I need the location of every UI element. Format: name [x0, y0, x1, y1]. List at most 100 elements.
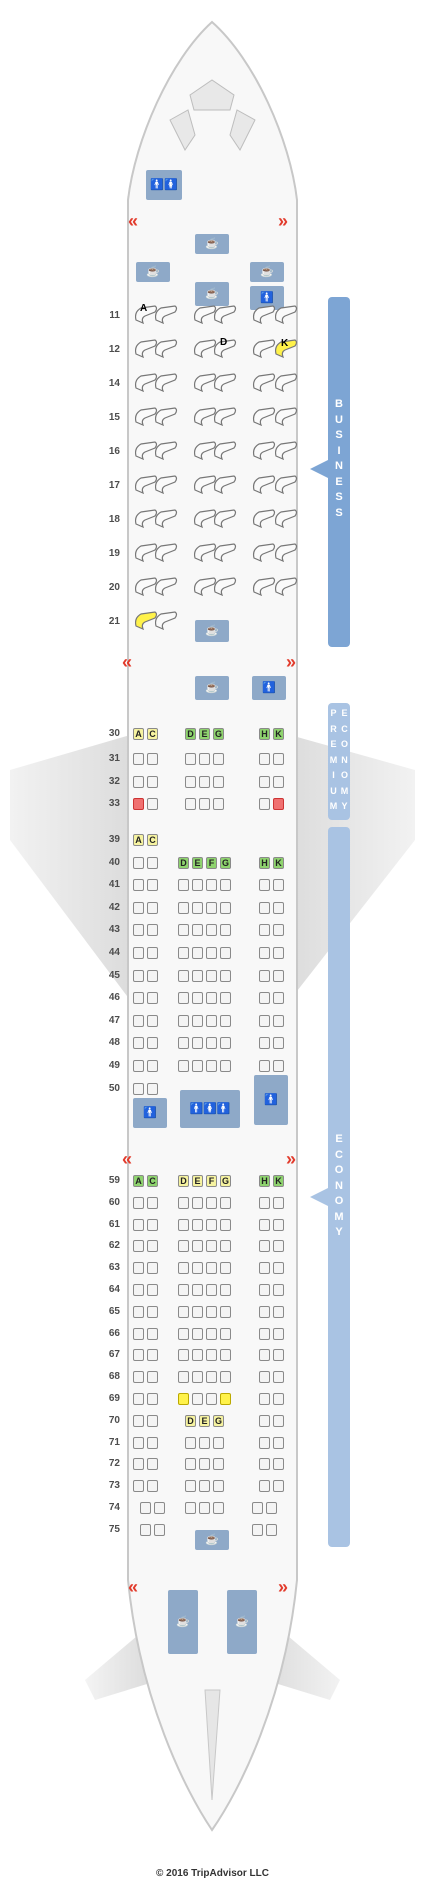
economy-seat[interactable]: [273, 947, 284, 959]
economy-seat[interactable]: [147, 1436, 158, 1449]
economy-seat[interactable]: [206, 1218, 217, 1231]
economy-seat[interactable]: [178, 1349, 189, 1362]
economy-seat[interactable]: F: [206, 856, 217, 869]
economy-seat[interactable]: [178, 1014, 189, 1027]
business-seat[interactable]: [273, 542, 299, 564]
economy-seat[interactable]: [206, 901, 217, 914]
economy-seat[interactable]: [213, 1436, 224, 1449]
economy-seat[interactable]: [213, 1480, 224, 1493]
economy-seat[interactable]: [252, 1523, 263, 1536]
economy-seat[interactable]: [133, 1284, 144, 1296]
economy-seat[interactable]: [259, 992, 270, 1005]
economy-seat[interactable]: [133, 1240, 144, 1253]
economy-seat[interactable]: [178, 969, 189, 982]
economy-seat[interactable]: [199, 1458, 210, 1471]
economy-seat[interactable]: [178, 1371, 189, 1384]
economy-seat[interactable]: A: [133, 834, 144, 846]
economy-seat[interactable]: [178, 1196, 189, 1209]
economy-seat[interactable]: [133, 776, 144, 788]
economy-seat[interactable]: [259, 947, 270, 959]
economy-seat[interactable]: [147, 1240, 158, 1253]
economy-seat[interactable]: [192, 1349, 203, 1362]
economy-seat[interactable]: [213, 753, 224, 765]
economy-seat[interactable]: [192, 1037, 203, 1050]
economy-seat[interactable]: [259, 1327, 270, 1340]
economy-seat[interactable]: [259, 1349, 270, 1362]
economy-seat[interactable]: [192, 1060, 203, 1072]
economy-seat[interactable]: H: [259, 856, 270, 869]
economy-seat[interactable]: [192, 1284, 203, 1296]
economy-seat[interactable]: [133, 1458, 144, 1471]
economy-seat[interactable]: [206, 1327, 217, 1340]
economy-seat[interactable]: [259, 798, 270, 810]
economy-seat[interactable]: [133, 924, 144, 937]
economy-seat[interactable]: H: [259, 1175, 270, 1187]
business-seat[interactable]: [273, 576, 299, 598]
business-seat[interactable]: [153, 406, 179, 428]
economy-seat[interactable]: [185, 776, 196, 788]
economy-seat[interactable]: [140, 1523, 151, 1536]
economy-seat[interactable]: C: [147, 728, 158, 740]
business-seat[interactable]: [251, 338, 277, 360]
economy-seat[interactable]: [259, 1014, 270, 1027]
economy-seat[interactable]: [133, 947, 144, 959]
economy-seat[interactable]: [206, 1037, 217, 1050]
economy-seat[interactable]: [220, 1037, 231, 1050]
business-seat[interactable]: [133, 406, 159, 428]
economy-seat[interactable]: [220, 924, 231, 937]
business-seat[interactable]: [192, 372, 218, 394]
economy-seat[interactable]: [273, 1305, 284, 1318]
economy-seat[interactable]: [213, 1458, 224, 1471]
economy-seat[interactable]: [206, 1262, 217, 1275]
economy-seat[interactable]: C: [147, 834, 158, 846]
economy-seat[interactable]: [259, 1480, 270, 1493]
economy-seat[interactable]: [147, 1305, 158, 1318]
economy-seat[interactable]: [147, 1196, 158, 1209]
economy-seat[interactable]: [147, 1393, 158, 1405]
economy-seat[interactable]: [178, 1393, 189, 1405]
economy-seat[interactable]: [273, 924, 284, 937]
economy-seat[interactable]: [259, 879, 270, 892]
economy-seat[interactable]: [192, 1305, 203, 1318]
economy-seat[interactable]: [133, 1218, 144, 1231]
economy-seat[interactable]: [273, 901, 284, 914]
economy-seat[interactable]: [133, 901, 144, 914]
economy-seat[interactable]: K: [273, 1175, 284, 1187]
economy-seat[interactable]: [273, 969, 284, 982]
economy-seat[interactable]: [206, 947, 217, 959]
business-seat[interactable]: [133, 304, 159, 326]
economy-seat[interactable]: [147, 1349, 158, 1362]
economy-seat[interactable]: [273, 798, 284, 810]
economy-seat[interactable]: [133, 753, 144, 765]
economy-seat[interactable]: [185, 753, 196, 765]
economy-seat[interactable]: [220, 1284, 231, 1296]
economy-seat[interactable]: [213, 1502, 224, 1514]
economy-seat[interactable]: [147, 798, 158, 810]
economy-seat[interactable]: [273, 1196, 284, 1209]
business-seat[interactable]: [133, 508, 159, 530]
economy-seat[interactable]: [259, 753, 270, 765]
economy-seat[interactable]: [192, 1327, 203, 1340]
economy-seat[interactable]: [147, 901, 158, 914]
economy-seat[interactable]: [206, 1305, 217, 1318]
business-seat[interactable]: [251, 576, 277, 598]
business-seat[interactable]: [273, 304, 299, 326]
economy-seat[interactable]: [185, 1458, 196, 1471]
economy-seat[interactable]: [178, 1262, 189, 1275]
economy-seat[interactable]: [206, 1014, 217, 1027]
business-seat[interactable]: [153, 372, 179, 394]
economy-seat[interactable]: [259, 1393, 270, 1405]
economy-seat[interactable]: [259, 924, 270, 937]
economy-seat[interactable]: [259, 1060, 270, 1072]
economy-seat[interactable]: D: [185, 1414, 196, 1427]
economy-seat[interactable]: [266, 1523, 277, 1536]
economy-seat[interactable]: [206, 1196, 217, 1209]
economy-seat[interactable]: [140, 1502, 151, 1514]
economy-seat[interactable]: G: [213, 728, 224, 740]
economy-seat[interactable]: [220, 1218, 231, 1231]
economy-seat[interactable]: [133, 1414, 144, 1427]
economy-seat[interactable]: [185, 1480, 196, 1493]
economy-seat[interactable]: [147, 856, 158, 869]
economy-seat[interactable]: [133, 1480, 144, 1493]
business-seat[interactable]: [251, 440, 277, 462]
